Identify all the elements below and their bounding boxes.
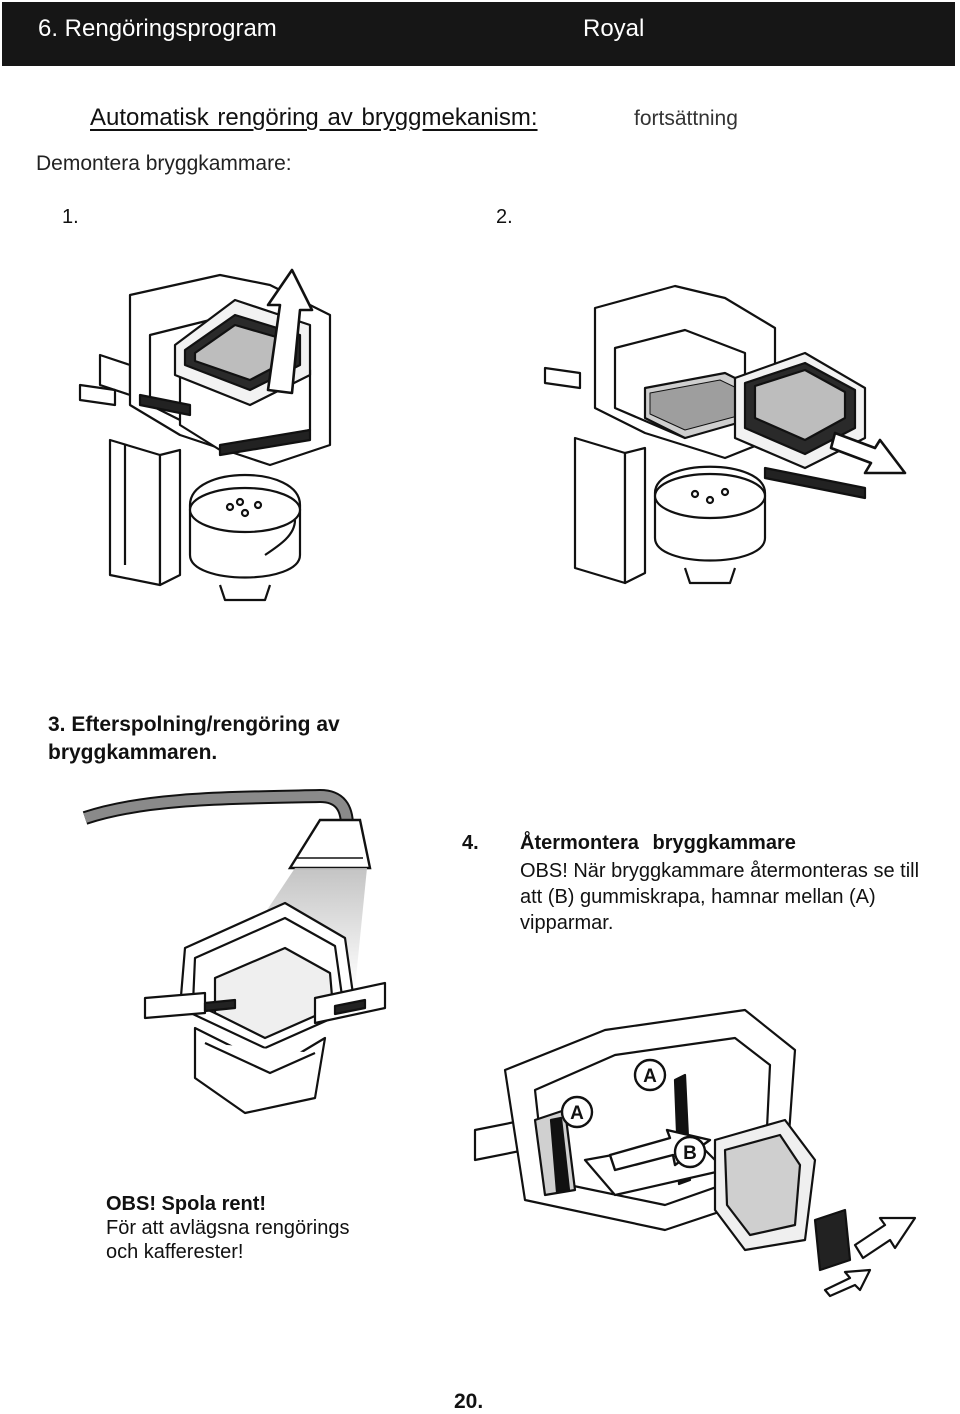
note-title: OBS! Spola rent! xyxy=(106,1193,267,1215)
figure-4-reassembly-illustration: A A B xyxy=(473,1008,917,1298)
marker-a-left: A xyxy=(560,1095,594,1129)
step-4-title: Återmontera bryggkammare xyxy=(520,832,796,854)
step-3-text: 3. Efterspolning/rengöring av bryggkamma… xyxy=(48,713,340,764)
svg-text:A: A xyxy=(570,1103,584,1124)
step-1-label: 1. xyxy=(62,206,79,228)
svg-text:A: A xyxy=(643,1066,657,1087)
model-name: Royal xyxy=(583,15,645,42)
header-bar xyxy=(2,2,955,66)
step-4-label: 4. xyxy=(462,832,479,854)
svg-text:B: B xyxy=(683,1143,697,1164)
sub-heading: Demontera bryggkammare: xyxy=(36,152,292,175)
figure-2-brew-unit-pull-illustration xyxy=(543,284,907,585)
page-number: 20. xyxy=(454,1390,484,1413)
marker-b: B xyxy=(673,1135,707,1169)
chapter-title: 6. Rengöringsprogram xyxy=(38,15,277,42)
step-4-body: OBS! När bryggkammare återmonteras se ti… xyxy=(520,860,920,934)
note-body: För att avlägsna rengörings och kafferes… xyxy=(106,1217,350,1263)
figure-1-brew-unit-lift-illustration xyxy=(78,268,332,602)
marker-a-top: A xyxy=(633,1058,667,1092)
continuation-label: fortsättning xyxy=(634,107,738,130)
step-2-label: 2. xyxy=(496,206,513,228)
note-block: OBS! Spola rent! För att avlägsna rengör… xyxy=(106,1192,386,1264)
section-title: Automatisk rengöring av bryggmekanism: xyxy=(90,104,538,131)
figure-3-rinse-illustration xyxy=(82,788,387,1115)
